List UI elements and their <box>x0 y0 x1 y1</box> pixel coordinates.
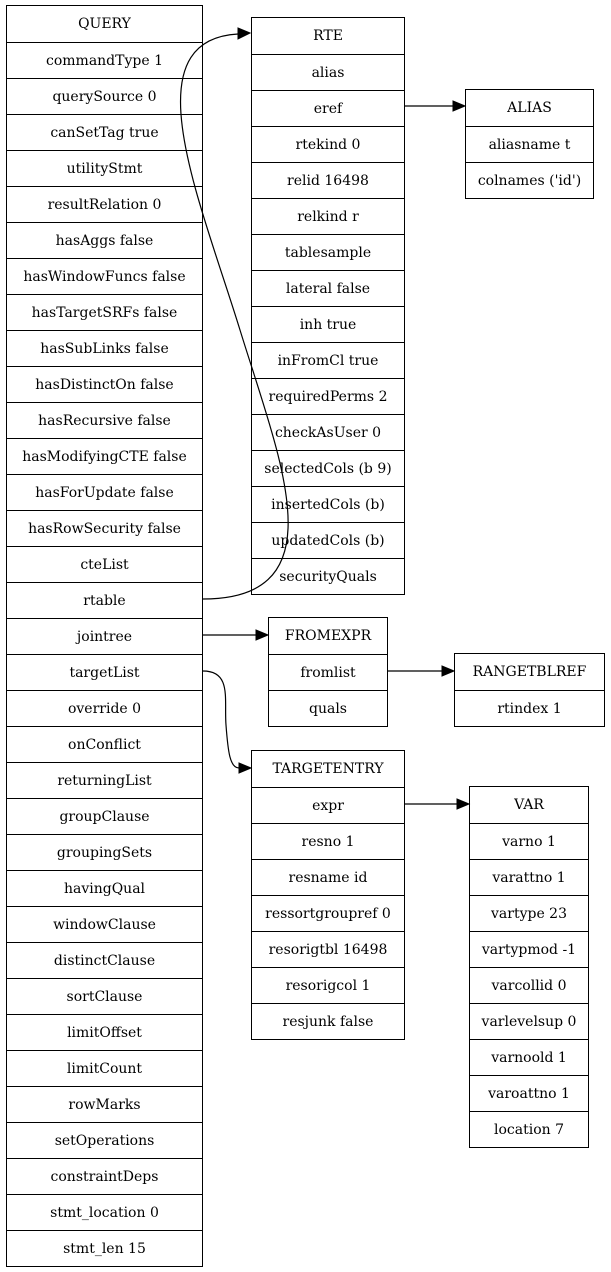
query-field: limitOffset <box>7 1014 202 1050</box>
rte-field: checkAsUser 0 <box>252 414 404 450</box>
query-field: cteList <box>7 546 202 582</box>
rte-field: insertedCols (b) <box>252 486 404 522</box>
alias-field: colnames ('id') <box>466 162 593 198</box>
targetentry-field: resorigtbl 16498 <box>252 931 404 967</box>
query-field: stmt_len 15 <box>7 1230 202 1266</box>
alias-field: aliasname t <box>466 126 593 162</box>
query-field: targetList <box>7 654 202 690</box>
query-field: utilityStmt <box>7 150 202 186</box>
query-field: hasRecursive false <box>7 402 202 438</box>
query-field: windowClause <box>7 906 202 942</box>
query-field: override 0 <box>7 690 202 726</box>
rte-field: relkind r <box>252 198 404 234</box>
query-field: hasSubLinks false <box>7 330 202 366</box>
rte-field: securityQuals <box>252 558 404 594</box>
arrowhead-fromlist-to-rangetblref <box>441 665 456 677</box>
rte-field: requiredPerms 2 <box>252 378 404 414</box>
query-field: onConflict <box>7 726 202 762</box>
rangetblref-header: RANGETBLREF <box>472 664 587 680</box>
targetentry-field: resno 1 <box>252 823 404 859</box>
query-header: QUERY <box>78 16 131 32</box>
query-field: jointree <box>7 618 202 654</box>
query-field: groupClause <box>7 798 202 834</box>
query-field: commandType 1 <box>7 42 202 78</box>
rte-field: updatedCols (b) <box>252 522 404 558</box>
var-field: vartype 23 <box>470 895 588 931</box>
arrowhead-rtable-to-rte <box>237 27 252 40</box>
fromexpr-field: fromlist <box>269 654 387 690</box>
rangetblref-node: RANGETBLREF rtindex 1 <box>454 653 605 727</box>
rte-field: inFromCl true <box>252 342 404 378</box>
var-field: varnoold 1 <box>470 1039 588 1075</box>
alias-header: ALIAS <box>507 100 552 116</box>
rte-field: rtekind 0 <box>252 126 404 162</box>
targetentry-header: TARGETENTRY <box>272 761 384 777</box>
query-field: returningList <box>7 762 202 798</box>
query-field: stmt_location 0 <box>7 1194 202 1230</box>
targetentry-field: ressortgroupref 0 <box>252 895 404 931</box>
targetentry-field: resjunk false <box>252 1003 404 1039</box>
rte-field: tablesample <box>252 234 404 270</box>
query-field: hasTargetSRFs false <box>7 294 202 330</box>
arrowhead-expr-to-var <box>456 798 471 810</box>
arrowhead-targetlist-to-targetentry <box>238 762 253 774</box>
var-field: varno 1 <box>470 823 588 859</box>
query-field: distinctClause <box>7 942 202 978</box>
query-field: constraintDeps <box>7 1158 202 1194</box>
rangetblref-field: rtindex 1 <box>455 690 604 726</box>
var-field: varlevelsup 0 <box>470 1003 588 1039</box>
rte-field: inh true <box>252 306 404 342</box>
var-field: location 7 <box>470 1111 588 1147</box>
rte-header: RTE <box>313 28 343 44</box>
query-field: limitCount <box>7 1050 202 1086</box>
query-field: hasModifyingCTE false <box>7 438 202 474</box>
var-field: varattno 1 <box>470 859 588 895</box>
arrowhead-eref-to-alias <box>452 100 467 112</box>
var-header: VAR <box>514 797 544 813</box>
query-field: rtable <box>7 582 202 618</box>
query-field: hasForUpdate false <box>7 474 202 510</box>
query-field: hasAggs false <box>7 222 202 258</box>
var-field: vartypmod -1 <box>470 931 588 967</box>
rte-field: eref <box>252 90 404 126</box>
query-field: hasWindowFuncs false <box>7 258 202 294</box>
arrowhead-jointree-to-fromexpr <box>255 629 270 641</box>
query-field: rowMarks <box>7 1086 202 1122</box>
query-field: sortClause <box>7 978 202 1014</box>
targetentry-field: resname id <box>252 859 404 895</box>
targetentry-field: resorigcol 1 <box>252 967 404 1003</box>
query-field: groupingSets <box>7 834 202 870</box>
query-field: querySource 0 <box>7 78 202 114</box>
query-field: hasRowSecurity false <box>7 510 202 546</box>
var-field: varcollid 0 <box>470 967 588 1003</box>
fromexpr-field: quals <box>269 690 387 726</box>
targetentry-field: expr <box>252 787 404 823</box>
query-field: havingQual <box>7 870 202 906</box>
query-field: canSetTag true <box>7 114 202 150</box>
var-field: varoattno 1 <box>470 1075 588 1111</box>
query-field: setOperations <box>7 1122 202 1158</box>
edge-targetlist-to-targetentry <box>202 670 240 769</box>
rte-field: selectedCols (b 9) <box>252 450 404 486</box>
query-field: hasDistinctOn false <box>7 366 202 402</box>
query-field: resultRelation 0 <box>7 186 202 222</box>
rte-field: lateral false <box>252 270 404 306</box>
rte-field: relid 16498 <box>252 162 404 198</box>
fromexpr-header: FROMEXPR <box>284 628 372 644</box>
rte-field: alias <box>252 54 404 90</box>
